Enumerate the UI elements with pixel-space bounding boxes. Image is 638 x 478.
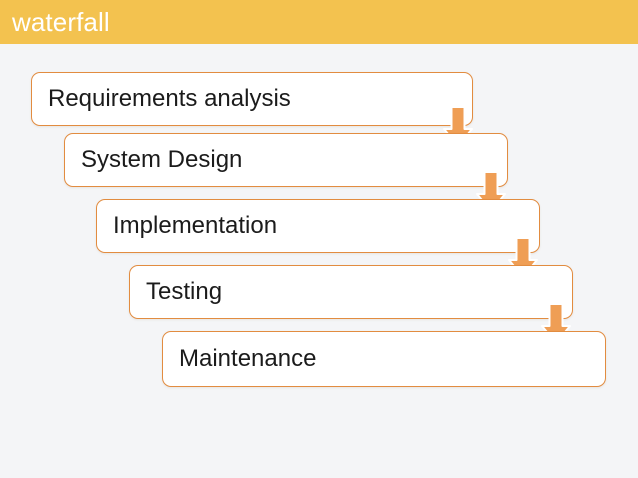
stage-box-testing[interactable]: Testing [129, 265, 573, 319]
stage-box-implementation[interactable]: Implementation [96, 199, 540, 253]
stage-box-requirements-analysis[interactable]: Requirements analysis [31, 72, 473, 126]
stage-label: System Design [81, 146, 243, 173]
stage-box-maintenance[interactable]: Maintenance [162, 331, 606, 387]
slide-title-bar: waterfall [0, 0, 638, 44]
stage-label: Implementation [113, 212, 278, 239]
stage-label: Maintenance [179, 345, 317, 372]
stage-label: Requirements analysis [48, 85, 291, 112]
stage-label: Testing [146, 278, 223, 305]
page-title: waterfall [12, 7, 110, 37]
stage-box-system-design[interactable]: System Design [64, 133, 508, 187]
